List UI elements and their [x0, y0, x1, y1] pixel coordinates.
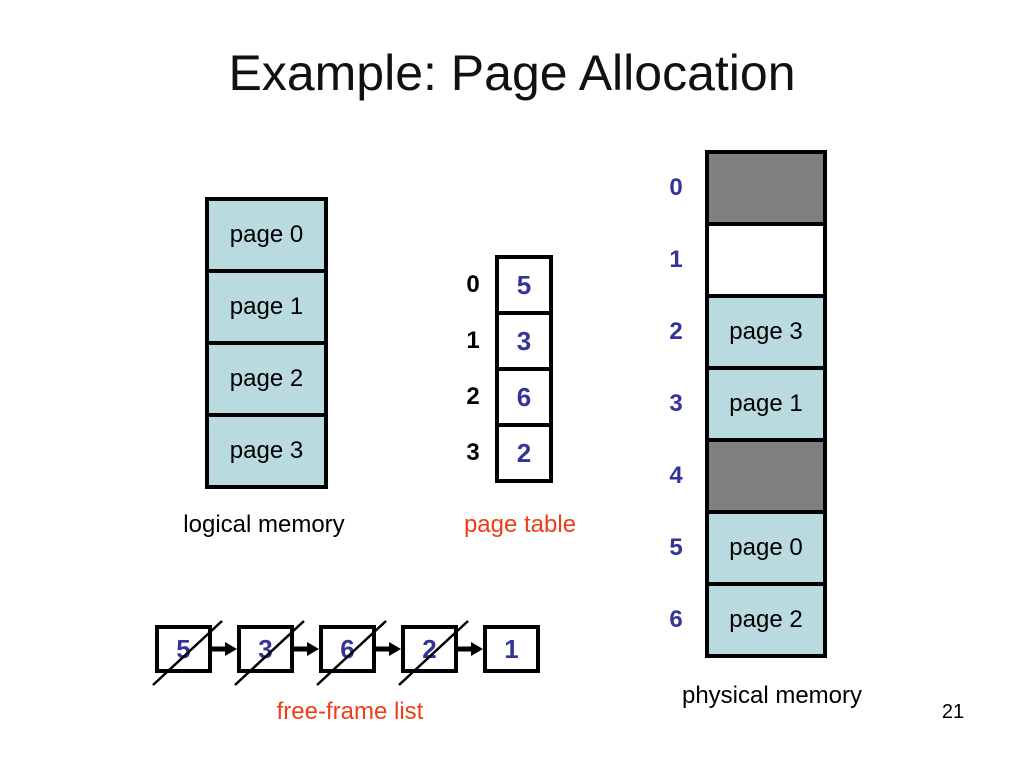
free-frame-node: 1 — [483, 625, 540, 673]
page-table-cell: 6 — [495, 367, 553, 427]
frame-cell-empty — [705, 222, 827, 298]
frame-cell-allocated — [705, 438, 827, 514]
free-frame-node-crossed: 5 — [152, 620, 223, 686]
frame-index: 5 — [669, 534, 683, 561]
arrow-right-icon — [212, 642, 237, 656]
free-frame-value: 3 — [258, 633, 273, 664]
frame-cell-allocated — [705, 150, 827, 226]
frame-index: 4 — [669, 462, 683, 489]
free-frame-node-crossed: 6 — [316, 620, 387, 686]
arrow-right-icon — [458, 642, 483, 656]
physical-memory-column: 0 1 2 page 3 3 page 1 4 5 page 0 6 page … — [662, 150, 827, 658]
frame-index: 0 — [669, 174, 683, 201]
free-frame-node-crossed: 3 — [234, 620, 305, 686]
page-table-index: 2 — [466, 383, 480, 410]
page-table: 0 5 1 3 2 6 3 2 — [461, 255, 553, 483]
frame-cell-page: page 3 — [705, 294, 827, 370]
page-table-row: 0 5 — [461, 255, 553, 315]
frame-index: 3 — [669, 390, 683, 417]
page-table-cell: 3 — [495, 311, 553, 371]
physical-memory-label: physical memory — [681, 682, 863, 709]
physical-memory-row: 5 page 0 — [662, 510, 827, 586]
arrow-right-icon — [294, 642, 319, 656]
arrow-right-icon — [376, 642, 401, 656]
free-frame-value: 5 — [176, 633, 191, 664]
logical-memory-page-2: page 2 — [209, 345, 324, 417]
logical-memory-page-0: page 0 — [209, 201, 324, 273]
slide-page-number: 21 — [941, 701, 965, 723]
physical-memory-row: 6 page 2 — [662, 582, 827, 658]
free-frame-value: 1 — [504, 633, 519, 664]
physical-memory-row: 0 — [662, 150, 827, 226]
free-frame-list-label: free-frame list — [276, 698, 424, 725]
page-table-label: page table — [463, 511, 577, 538]
slide-title: Example: Page Allocation — [228, 45, 796, 101]
frame-cell-page: page 0 — [705, 510, 827, 586]
page-table-index: 3 — [466, 439, 480, 466]
physical-memory-row: 2 page 3 — [662, 294, 827, 370]
free-frame-value: 6 — [340, 633, 355, 664]
physical-memory-row: 4 — [662, 438, 827, 514]
physical-memory-row: 1 — [662, 222, 827, 298]
logical-memory-page-1: page 1 — [209, 273, 324, 345]
frame-cell-page: page 1 — [705, 366, 827, 442]
frame-index: 2 — [669, 318, 683, 345]
page-table-row: 3 2 — [461, 423, 553, 483]
page-table-index: 0 — [466, 271, 480, 298]
logical-memory-label: logical memory — [183, 511, 345, 538]
page-table-cell: 2 — [495, 423, 553, 483]
logical-memory-column: page 0 page 1 page 2 page 3 — [205, 197, 328, 489]
page-table-cell: 5 — [495, 255, 553, 315]
page-table-index: 1 — [466, 327, 480, 354]
frame-cell-page: page 2 — [705, 582, 827, 658]
page-table-row: 1 3 — [461, 311, 553, 371]
free-frame-node-crossed: 2 — [398, 620, 469, 686]
logical-memory-page-3: page 3 — [209, 417, 324, 485]
frame-index: 1 — [669, 246, 683, 273]
physical-memory-row: 3 page 1 — [662, 366, 827, 442]
free-frame-value: 2 — [422, 633, 437, 664]
frame-index: 6 — [669, 606, 683, 633]
page-table-row: 2 6 — [461, 367, 553, 427]
free-frame-list: 5 3 6 2 — [152, 620, 540, 686]
